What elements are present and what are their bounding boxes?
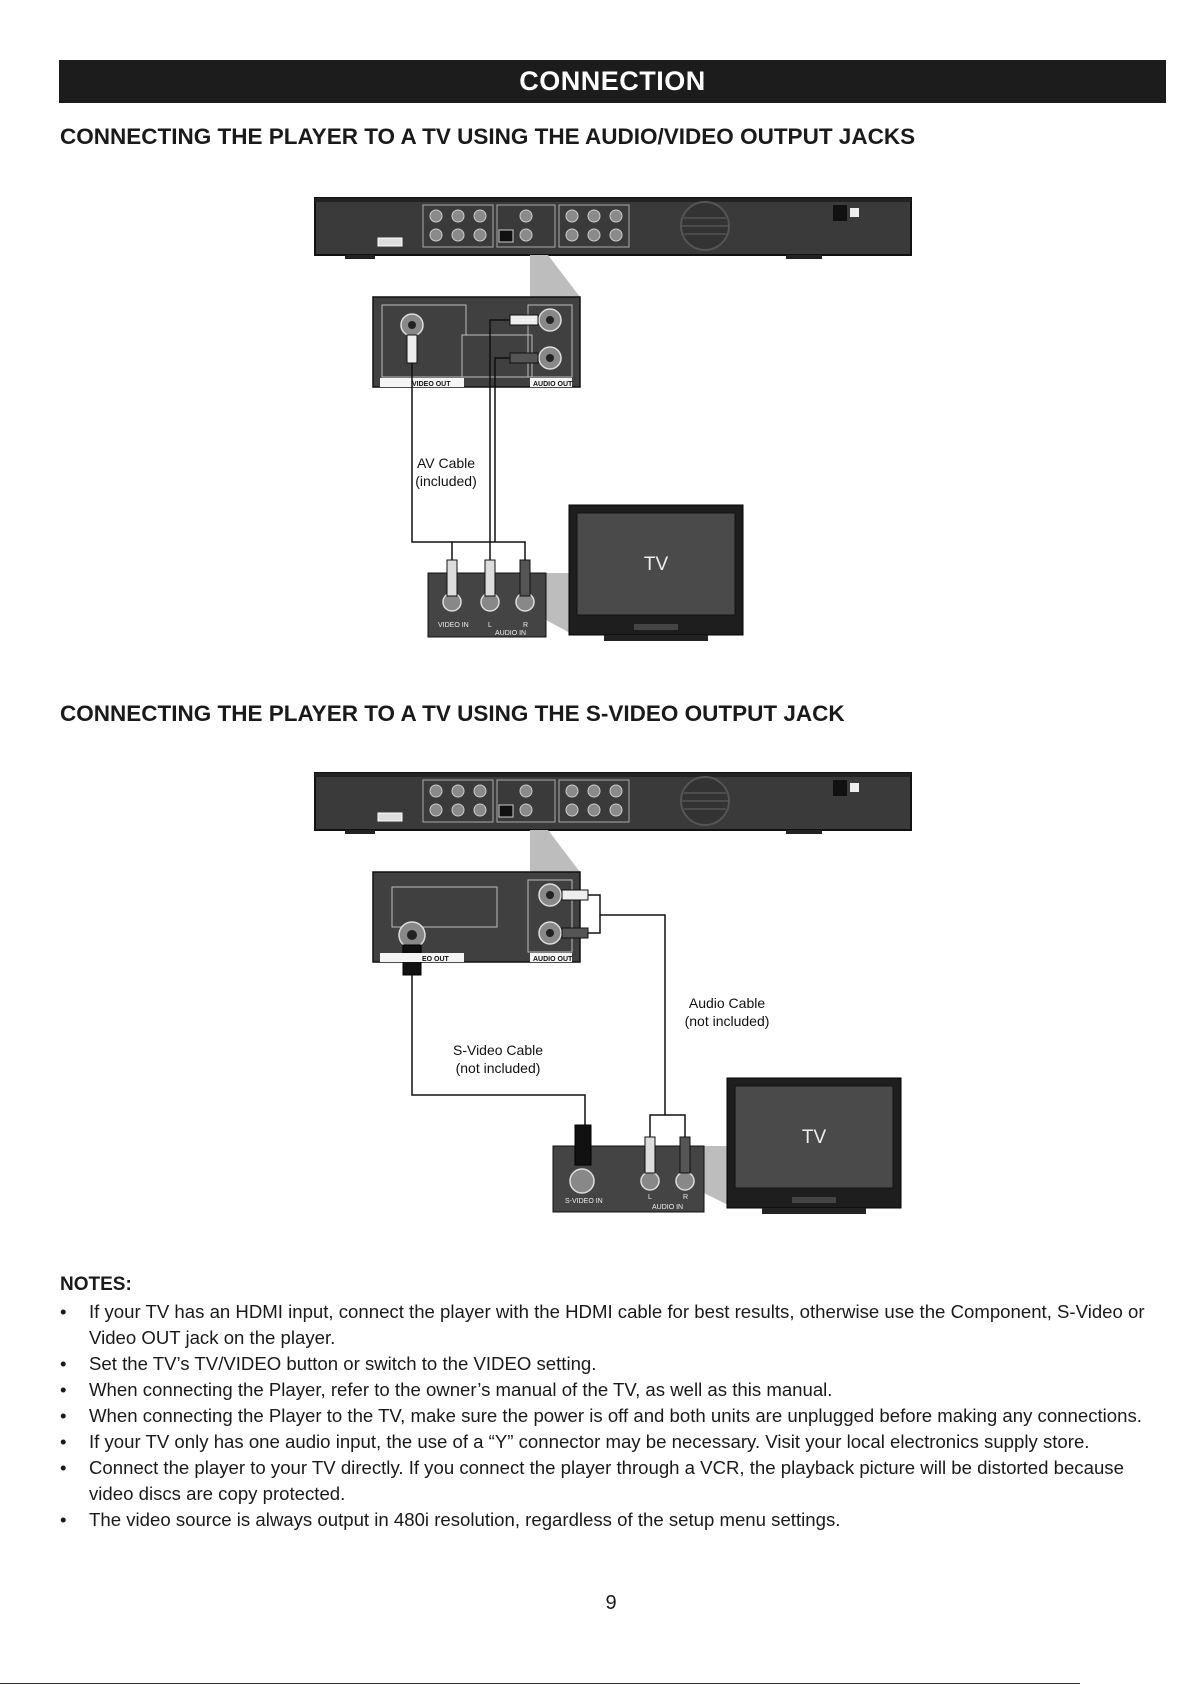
heading-svideo-connection: CONNECTING THE PLAYER TO A TV USING THE … [60,701,845,726]
zoomed-output-jacks: VIDEO OUT AUDIO OUT [372,296,581,388]
tv-audio-in-label: AUDIO IN [495,630,526,637]
player-rear-panel [314,197,912,259]
note-text: If your TV has an HDMI input, connect th… [89,1301,1145,1348]
player-rear-panel [314,772,912,834]
tv-r-label: R [683,1194,688,1201]
av-cable-included: (included) [415,473,476,489]
note-text: If your TV only has one audio input, the… [89,1431,1090,1452]
audio-cable [588,894,686,1137]
tv-video-in-label: VIDEO IN [438,622,469,629]
tv-label: TV [802,1127,827,1148]
audio-cable-label: Audio Cable [689,995,765,1011]
notes-section: NOTES: • If your TV has an HDMI input, co… [60,1272,1170,1533]
tv-audio-in-label: AUDIO IN [652,1204,683,1211]
tv-l-label: L [488,622,492,629]
list-item: • When connecting the Player, refer to th… [60,1377,1170,1403]
zoom-audio-out-label: AUDIO OUT [533,956,573,963]
bullet: • [60,1509,67,1530]
bullet: • [60,1431,67,1452]
av-cable [411,319,526,560]
list-item: • Set the TV’s TV/VIDEO button or switch … [60,1351,1170,1377]
av-connection-diagram: VIDEO OUT AUDIO OUT AV Cable (included) … [314,197,912,641]
list-item: • If your TV has an HDMI input, connect t… [60,1299,1170,1351]
footer-divider [0,1683,1080,1684]
list-item: • Connect the player to your TV directly.… [60,1455,1170,1507]
svideo-cable-not-included: (not included) [456,1060,541,1076]
tv-input-panel: S-VIDEO IN L R AUDIO IN [552,1124,705,1213]
tv-label: TV [644,554,669,575]
section-banner: CONNECTION [59,60,1166,103]
svideo-cable-label: S-Video Cable [453,1042,543,1058]
note-text: Set the TV’s TV/VIDEO button or switch t… [89,1353,597,1374]
tv-l-label: L [648,1194,652,1201]
list-item: • If your TV only has one audio input, th… [60,1429,1170,1455]
av-cable-label: AV Cable [417,455,475,471]
zoom-video-out-label: EO OUT [422,956,450,963]
tv-icon: TV [726,1077,902,1214]
svideo-connection-diagram: EO OUT AUDIO OUT Audio Cable (not includ… [314,772,912,1214]
zoom-video-out-label: VIDEO OUT [412,381,451,388]
banner-title: CONNECTION [519,66,706,96]
bullet: • [60,1301,67,1322]
svideo-cable [411,975,586,1125]
list-item: • The video source is always output in 48… [60,1507,1170,1533]
audio-cable-not-included: (not included) [685,1013,770,1029]
list-item: • When connecting the Player to the TV, m… [60,1403,1170,1429]
notes-heading: NOTES: [60,1274,132,1295]
heading-av-connection: CONNECTING THE PLAYER TO A TV USING THE … [60,124,916,149]
note-text: When connecting the Player to the TV, ma… [89,1405,1142,1426]
zoomed-output-jacks: EO OUT AUDIO OUT [372,871,589,976]
note-text: Connect the player to your TV directly. … [89,1457,1124,1504]
bullet: • [60,1405,67,1426]
bullet: • [60,1457,67,1478]
bullet: • [60,1379,67,1400]
notes-list: • If your TV has an HDMI input, connect t… [60,1299,1170,1533]
zoom-audio-out-label: AUDIO OUT [533,381,573,388]
page-number: 9 [605,1592,617,1614]
note-text: When connecting the Player, refer to the… [89,1379,833,1400]
tv-r-label: R [523,622,528,629]
tv-icon: TV [568,504,744,641]
bullet: • [60,1353,67,1374]
tv-svideo-in-label: S-VIDEO IN [565,1198,603,1205]
note-text: The video source is always output in 480… [89,1509,841,1530]
tv-input-panel: VIDEO IN L R AUDIO IN [427,559,547,638]
